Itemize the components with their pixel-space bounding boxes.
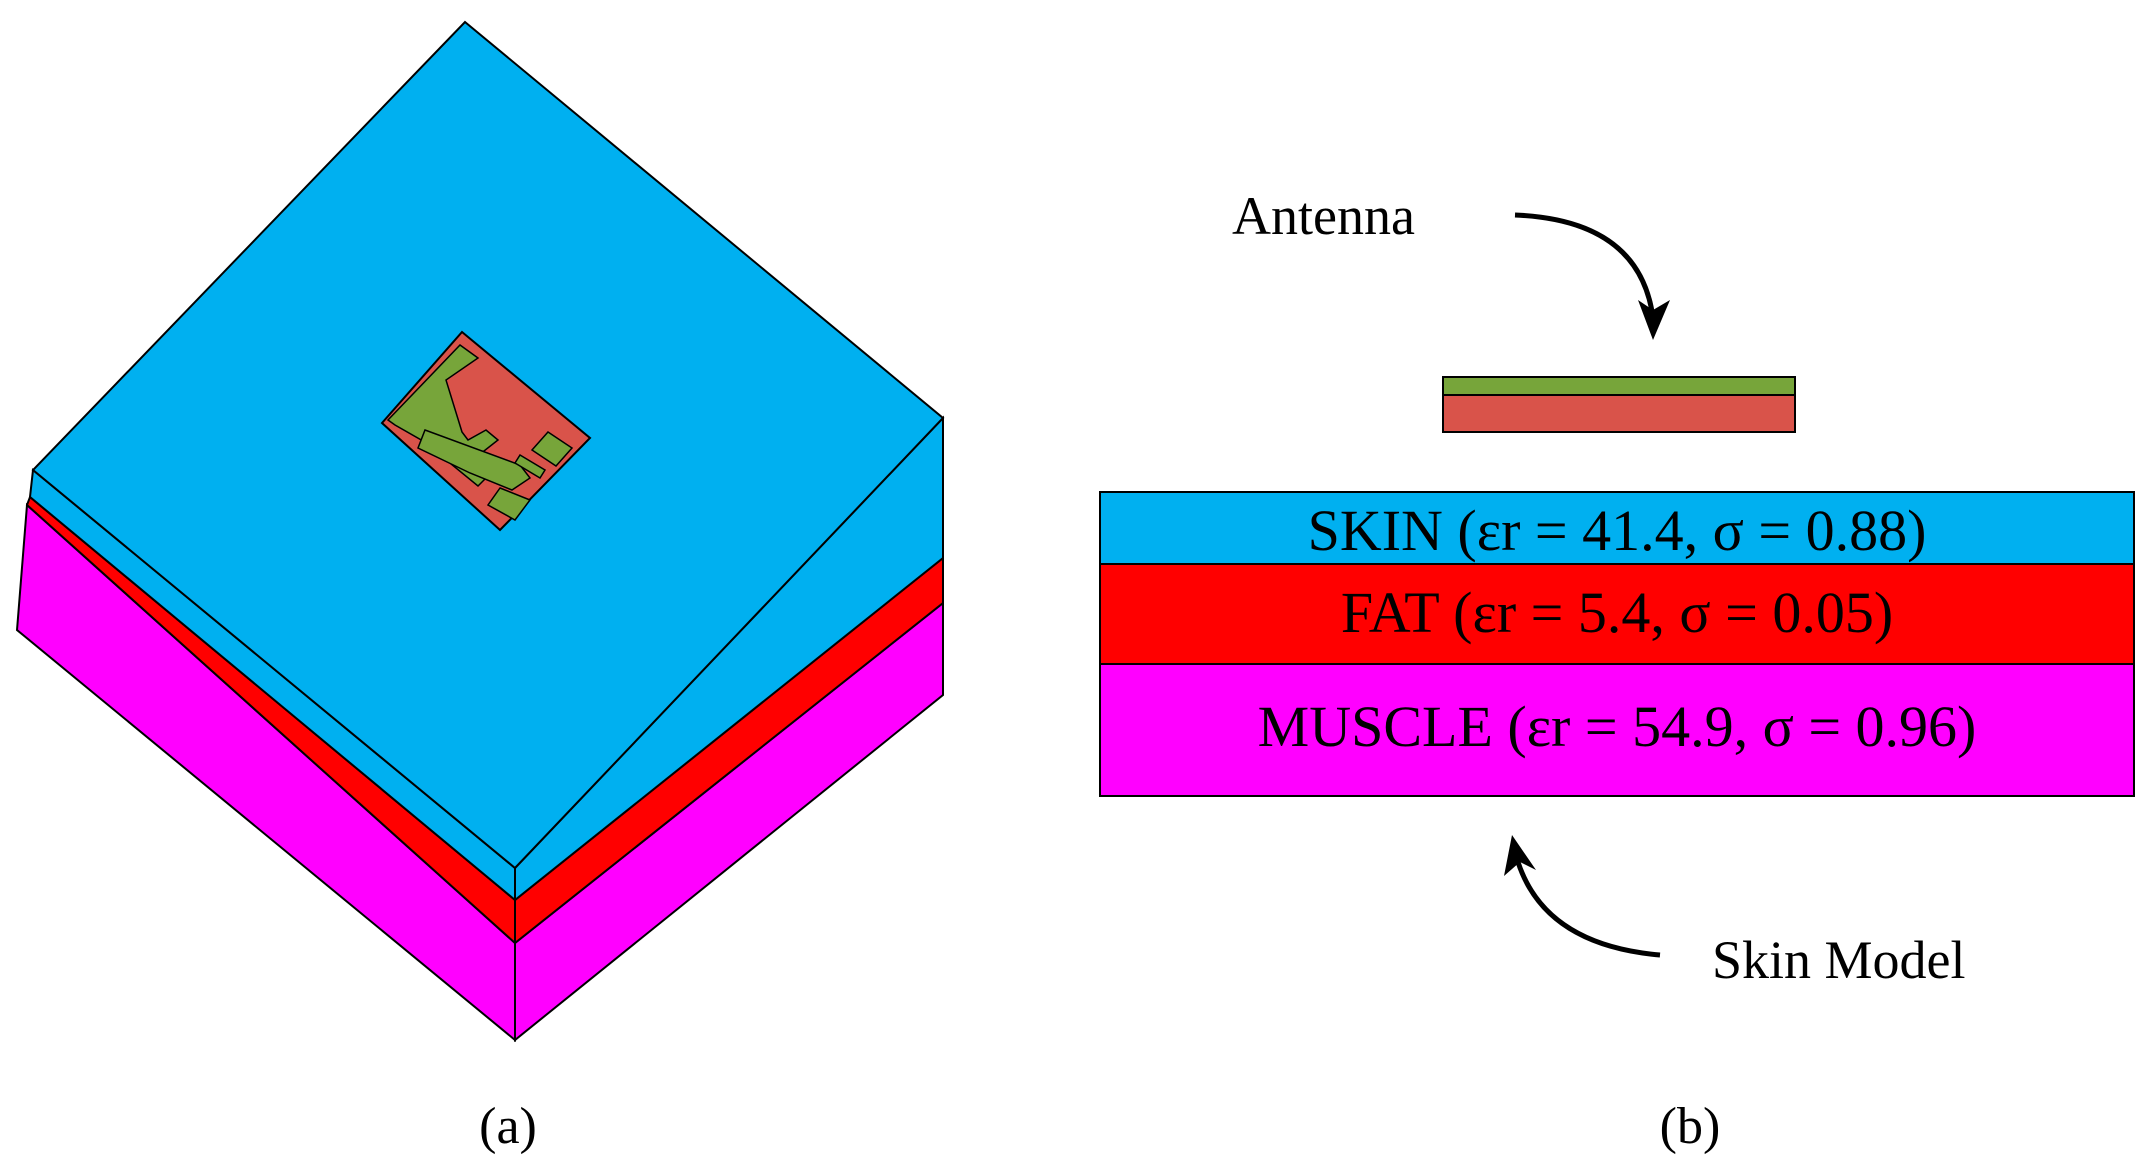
skin-model-arrowhead <box>1504 835 1536 876</box>
antenna-label: Antenna <box>1232 186 1415 246</box>
skin-layer-text: SKIN (εr = 41.4, σ = 0.88) <box>1308 498 1927 563</box>
panel-b-caption: (b) <box>1660 1098 1721 1155</box>
muscle-layer-text: MUSCLE (εr = 54.9, σ = 0.96) <box>1258 694 1977 759</box>
antenna-arrowhead <box>1638 300 1670 340</box>
antenna-arrow <box>1514 212 1656 319</box>
antenna-3d <box>380 330 592 532</box>
skin-model-stack: SKIN (εr = 41.4, σ = 0.88) FAT (εr = 5.4… <box>1099 491 2135 797</box>
antenna-3d-stub-right <box>530 431 574 467</box>
antenna-3d-stub-bottom <box>486 487 532 521</box>
antenna-patch-layer <box>1442 376 1796 396</box>
muscle-layer-band <box>1099 663 2135 797</box>
panel-b-model-label-group: Skin Model <box>1504 835 1966 990</box>
fat-layer-text: FAT (εr = 5.4, σ = 0.05) <box>1341 580 1893 645</box>
skin-model-arrow <box>1515 861 1661 958</box>
fat-layer-band <box>1099 563 2135 665</box>
antenna-substrate-layer <box>1442 394 1796 433</box>
antenna-3d-stub-slot <box>513 453 547 480</box>
panel-b-antenna-label-group: Antenna <box>1232 186 1670 340</box>
antenna-cross-section <box>1442 376 1796 433</box>
panel-a-caption: (a) <box>479 1098 537 1155</box>
skin-model-label: Skin Model <box>1712 930 1966 990</box>
panel-a-block <box>15 20 945 1043</box>
